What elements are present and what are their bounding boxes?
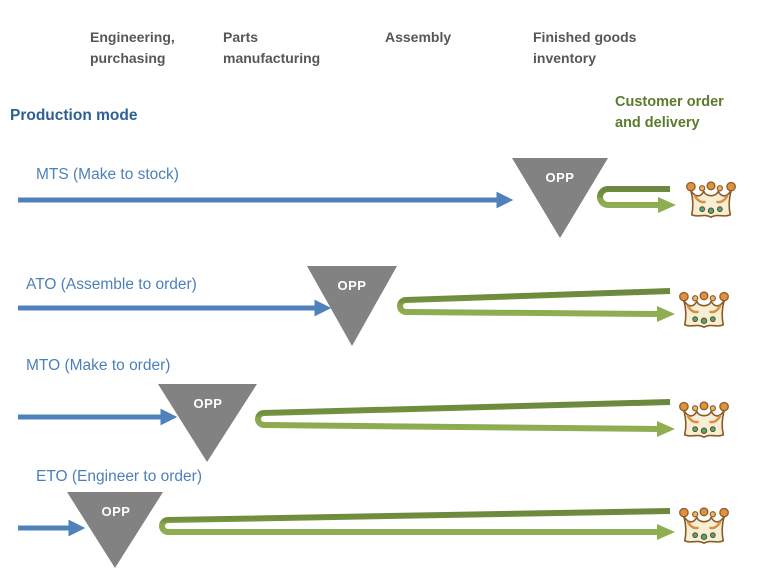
eto-customer-crown-icon xyxy=(678,506,730,545)
ato-order-delivery-loop xyxy=(397,288,675,322)
mto-opp-label: OPP xyxy=(193,396,223,411)
row-label-ato: ATO (Assemble to order) xyxy=(26,276,197,293)
row-label-eto: ETO (Engineer to order) xyxy=(36,468,202,485)
stage-header-engineering-purchasing: Engineering, purchasing xyxy=(90,29,175,66)
mts-order-delivery-loop xyxy=(597,186,676,213)
row-label-mts: MTS (Make to stock) xyxy=(36,166,179,183)
row-label-mto: MTO (Make to order) xyxy=(26,357,171,374)
ato-opp-label: OPP xyxy=(337,278,367,293)
stage-header-parts-manufacturing: Parts manufacturing xyxy=(223,29,321,66)
mto-opp-triangle-icon xyxy=(158,384,257,462)
mts-customer-crown-icon xyxy=(685,180,737,219)
eto-order-delivery-loop xyxy=(159,508,675,540)
mts-opp-label: OPP xyxy=(545,170,575,185)
stage-header-assembly: Assembly xyxy=(385,29,452,45)
ato-customer-crown-icon xyxy=(678,290,730,329)
mts-opp-triangle-icon xyxy=(512,158,608,238)
eto-opp-triangle-icon xyxy=(67,492,163,568)
production-mode-heading: Production mode xyxy=(10,107,138,124)
mto-order-delivery-loop xyxy=(255,399,675,437)
customer-order-delivery-heading: Customer order and delivery xyxy=(615,94,724,132)
ato-opp-triangle-icon xyxy=(307,266,397,346)
eto-opp-label: OPP xyxy=(101,504,131,519)
stage-header-finished-goods-inventory: Finished goods inventory xyxy=(533,29,637,66)
mto-customer-crown-icon xyxy=(678,400,730,439)
